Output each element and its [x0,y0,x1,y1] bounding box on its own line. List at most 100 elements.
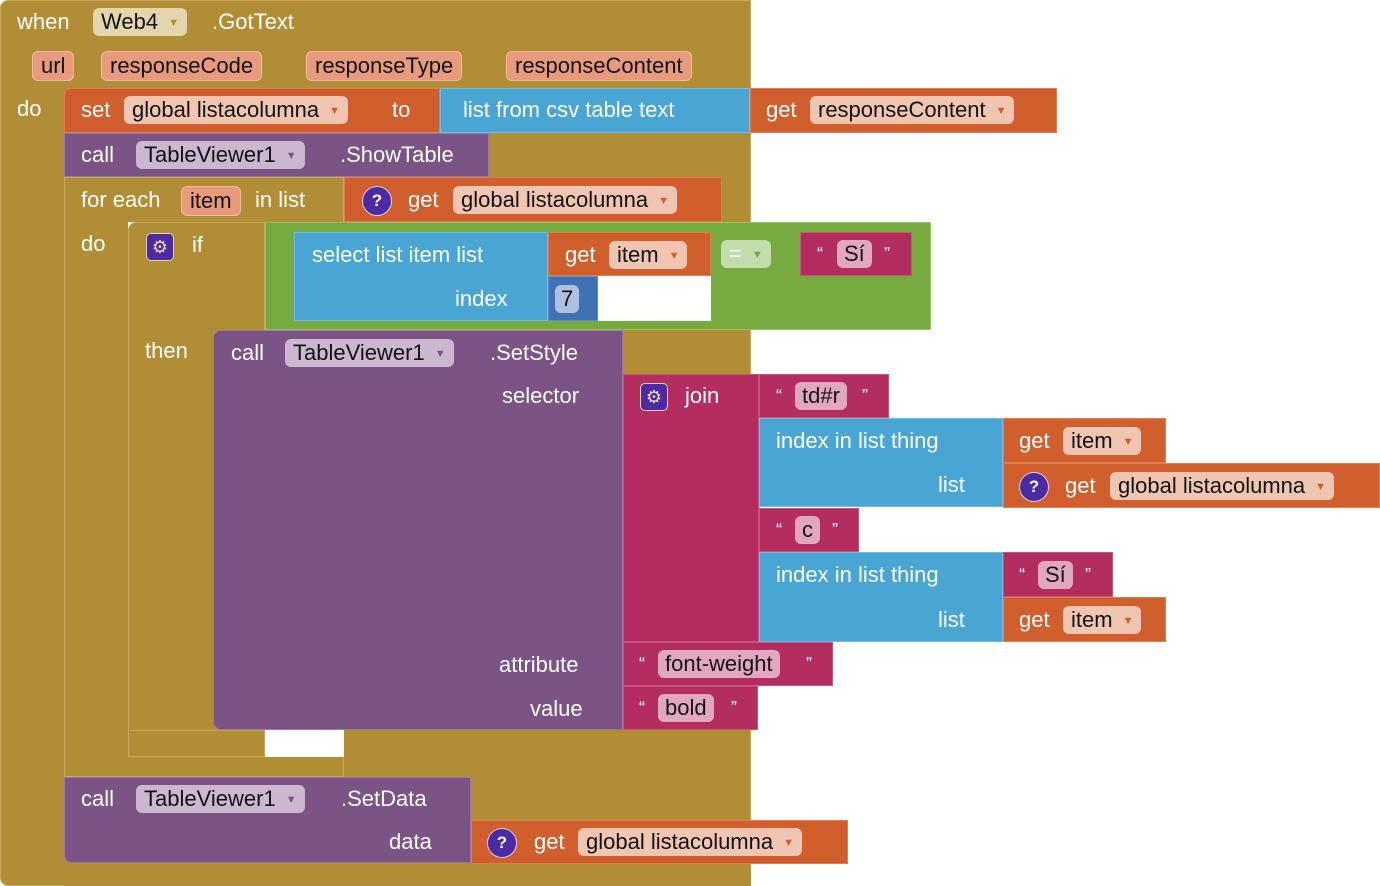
in-list-label: in list [255,187,306,212]
index-in-list-label: index in list thing [776,562,939,587]
variable-dropdown[interactable]: global listacolumna▼ [1110,472,1334,500]
variable-dropdown[interactable]: global listacolumna▼ [453,186,677,214]
select-list-item-label: select list item list [312,242,484,267]
index-in-list-block-2[interactable]: index in list thing list [759,552,1003,642]
do-label: do [81,231,106,256]
text-value[interactable]: Sí [837,240,872,268]
chevron-down-icon: ▼ [995,105,1007,118]
list-label: list [938,472,965,497]
chevron-down-icon: ▼ [751,249,763,262]
get-label: get [1019,607,1050,632]
variable-name: responseContent [818,97,986,122]
get-global-listacolumna-block[interactable]: ? get global listacolumna ▼ [471,820,848,864]
chevron-down-icon: ▼ [168,17,179,30]
param-responsecode[interactable]: responseCode [101,51,263,81]
get-item-block[interactable]: get item▼ [1003,418,1166,463]
text-value[interactable]: Sí [1038,561,1073,589]
method-name: .SetStyle [490,340,579,365]
get-responsecontent-block[interactable]: get responseContent▼ [750,88,1057,133]
operator-dropdown[interactable]: =▼ [721,240,771,268]
call-showtable-block[interactable]: call TableViewer1▼ .ShowTable [64,133,489,177]
chevron-down-icon: ▼ [434,348,446,361]
chevron-down-icon: ▼ [783,837,794,850]
get-label: get [534,829,565,854]
open-quote: “ [639,698,645,718]
chevron-down-icon: ▼ [329,105,340,118]
get-global-listacolumna-block[interactable]: ? get global listacolumna▼ [1003,463,1380,508]
list-from-csv-table-block[interactable]: list from csv table text [440,88,750,133]
open-quote: “ [776,386,782,406]
close-quote: ” [884,244,890,264]
call-setstyle-block[interactable]: call TableViewer1▼ .SetStyle selector at… [213,330,623,730]
get-item-block[interactable]: get item▼ [1003,597,1166,642]
do-label: do [17,96,42,121]
for-each-variable[interactable]: item [181,186,241,216]
method-name: .ShowTable [340,142,454,167]
if-block-bottom [128,730,265,757]
variable-name: global listacolumna [132,97,320,122]
variable-dropdown[interactable]: item▼ [609,241,688,269]
index-in-list-block-1[interactable]: index in list thing list [759,418,1003,507]
text-value[interactable]: td#r [795,382,847,410]
get-label: get [1019,428,1050,453]
variable-dropdown[interactable]: global listacolumna ▼ [124,96,348,124]
gear-icon[interactable]: ⚙ [146,233,174,261]
component-dropdown[interactable]: TableViewer1▼ [136,785,305,813]
gear-icon[interactable]: ⚙ [640,383,668,411]
open-quote: “ [639,654,645,674]
param-url[interactable]: url [32,51,75,81]
help-icon[interactable]: ? [362,186,392,216]
variable-name: global listacolumna [461,187,649,212]
variable-name: item [1071,607,1113,632]
component-dropdown[interactable]: TableViewer1▼ [285,339,454,367]
text-font-weight-block[interactable]: “ font-weight ” [623,642,833,686]
chevron-down-icon: ▼ [1122,436,1134,449]
component-name: TableViewer1 [144,786,276,811]
text-si-block[interactable]: “ Sí ” [1003,552,1113,597]
when-label: when [17,9,70,34]
operator-symbol: = [729,241,742,266]
text-value[interactable]: bold [658,694,714,722]
text-si-block[interactable]: “ Sí ” [800,232,912,276]
component-name: TableViewer1 [144,142,276,167]
help-icon[interactable]: ? [1019,472,1049,502]
close-quote: ” [862,386,868,406]
join-block[interactable]: ⚙ join [623,374,759,642]
index-label: index [455,286,508,311]
param-responsecontent[interactable]: responseContent [506,51,692,81]
variable-dropdown[interactable]: item▼ [1063,606,1142,634]
value-label: value [530,696,583,721]
index-number[interactable]: 7 [555,285,580,313]
to-label: to [392,97,411,122]
component-dropdown[interactable]: Web4▼ [93,8,187,36]
close-quote: ” [731,698,737,718]
text-c-block[interactable]: “ c ” [759,508,859,552]
set-label: set [81,97,111,122]
text-bold-block[interactable]: “ bold ” [623,686,758,730]
get-item-block[interactable]: get item▼ [548,232,711,276]
help-icon[interactable]: ? [487,828,517,858]
variable-dropdown[interactable]: global listacolumna ▼ [578,828,802,856]
text-value[interactable]: font-weight [658,650,780,678]
set-variable-block[interactable]: set global listacolumna ▼ to [64,88,440,133]
param-responsetype[interactable]: responseType [306,51,463,81]
call-label: call [81,142,115,167]
call-setdata-block[interactable]: call TableViewer1▼ .SetData data [64,777,471,863]
get-global-listacolumna-block[interactable]: ? get global listacolumna▼ [344,177,722,222]
csv-label: list from csv table text [463,97,675,122]
close-quote: ” [832,520,838,540]
call-label: call [231,340,265,365]
open-quote: “ [1019,565,1025,585]
variable-name: global listacolumna [586,829,774,854]
select-list-item-block[interactable]: select list item list index [294,232,548,321]
event-block-bottom [64,866,751,886]
get-label: get [408,187,439,212]
variable-dropdown[interactable]: responseContent ▼ [810,96,1015,124]
component-dropdown[interactable]: TableViewer1▼ [136,141,305,169]
variable-dropdown[interactable]: item▼ [1063,427,1142,455]
get-label: get [565,242,596,267]
text-value[interactable]: c [795,516,820,544]
text-tdr-block[interactable]: “ td#r ” [759,374,889,418]
number-block[interactable]: 7 [548,276,598,321]
variable-name: item [617,242,659,267]
